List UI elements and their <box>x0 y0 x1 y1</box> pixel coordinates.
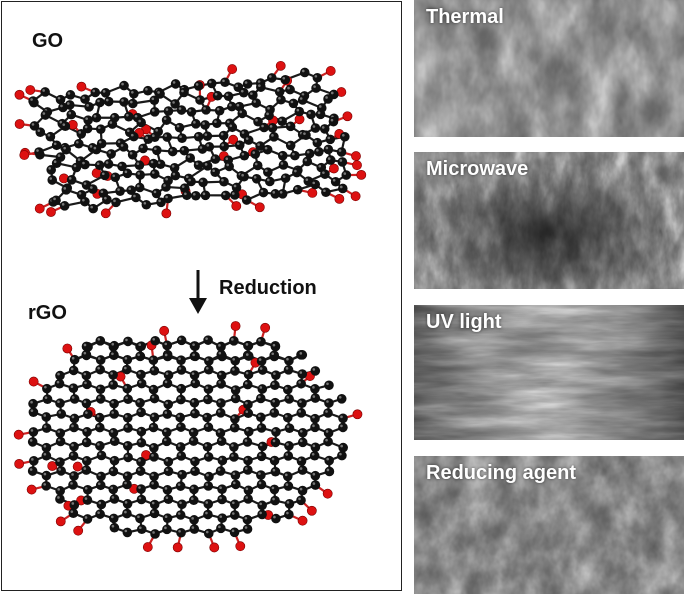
sem-image-uv-light: UV light <box>414 305 684 440</box>
sem-image-reducing-agent: Reducing agent <box>414 456 684 594</box>
rgo-molecule <box>13 321 363 553</box>
sem-label: Microwave <box>426 158 529 180</box>
go-molecule <box>14 60 367 219</box>
sem-label: UV light <box>426 311 502 333</box>
molecule-diagram <box>13 60 367 553</box>
sem-texture <box>414 456 684 594</box>
reduction-label: Reduction <box>219 277 317 299</box>
rgo-label: rGO <box>28 302 67 324</box>
sem-image-thermal: Thermal <box>414 0 684 137</box>
go-label: GO <box>32 30 64 52</box>
sem-texture <box>414 0 684 137</box>
sem-texture <box>414 152 684 289</box>
reduction-arrow <box>189 270 207 314</box>
sem-label: Thermal <box>426 6 504 28</box>
sem-label: Reducing agent <box>426 462 577 484</box>
sem-image-microwave: Microwave <box>414 152 684 289</box>
sem-texture <box>414 305 684 440</box>
schematic-panel: GO rGO Reduction <box>1 1 402 591</box>
